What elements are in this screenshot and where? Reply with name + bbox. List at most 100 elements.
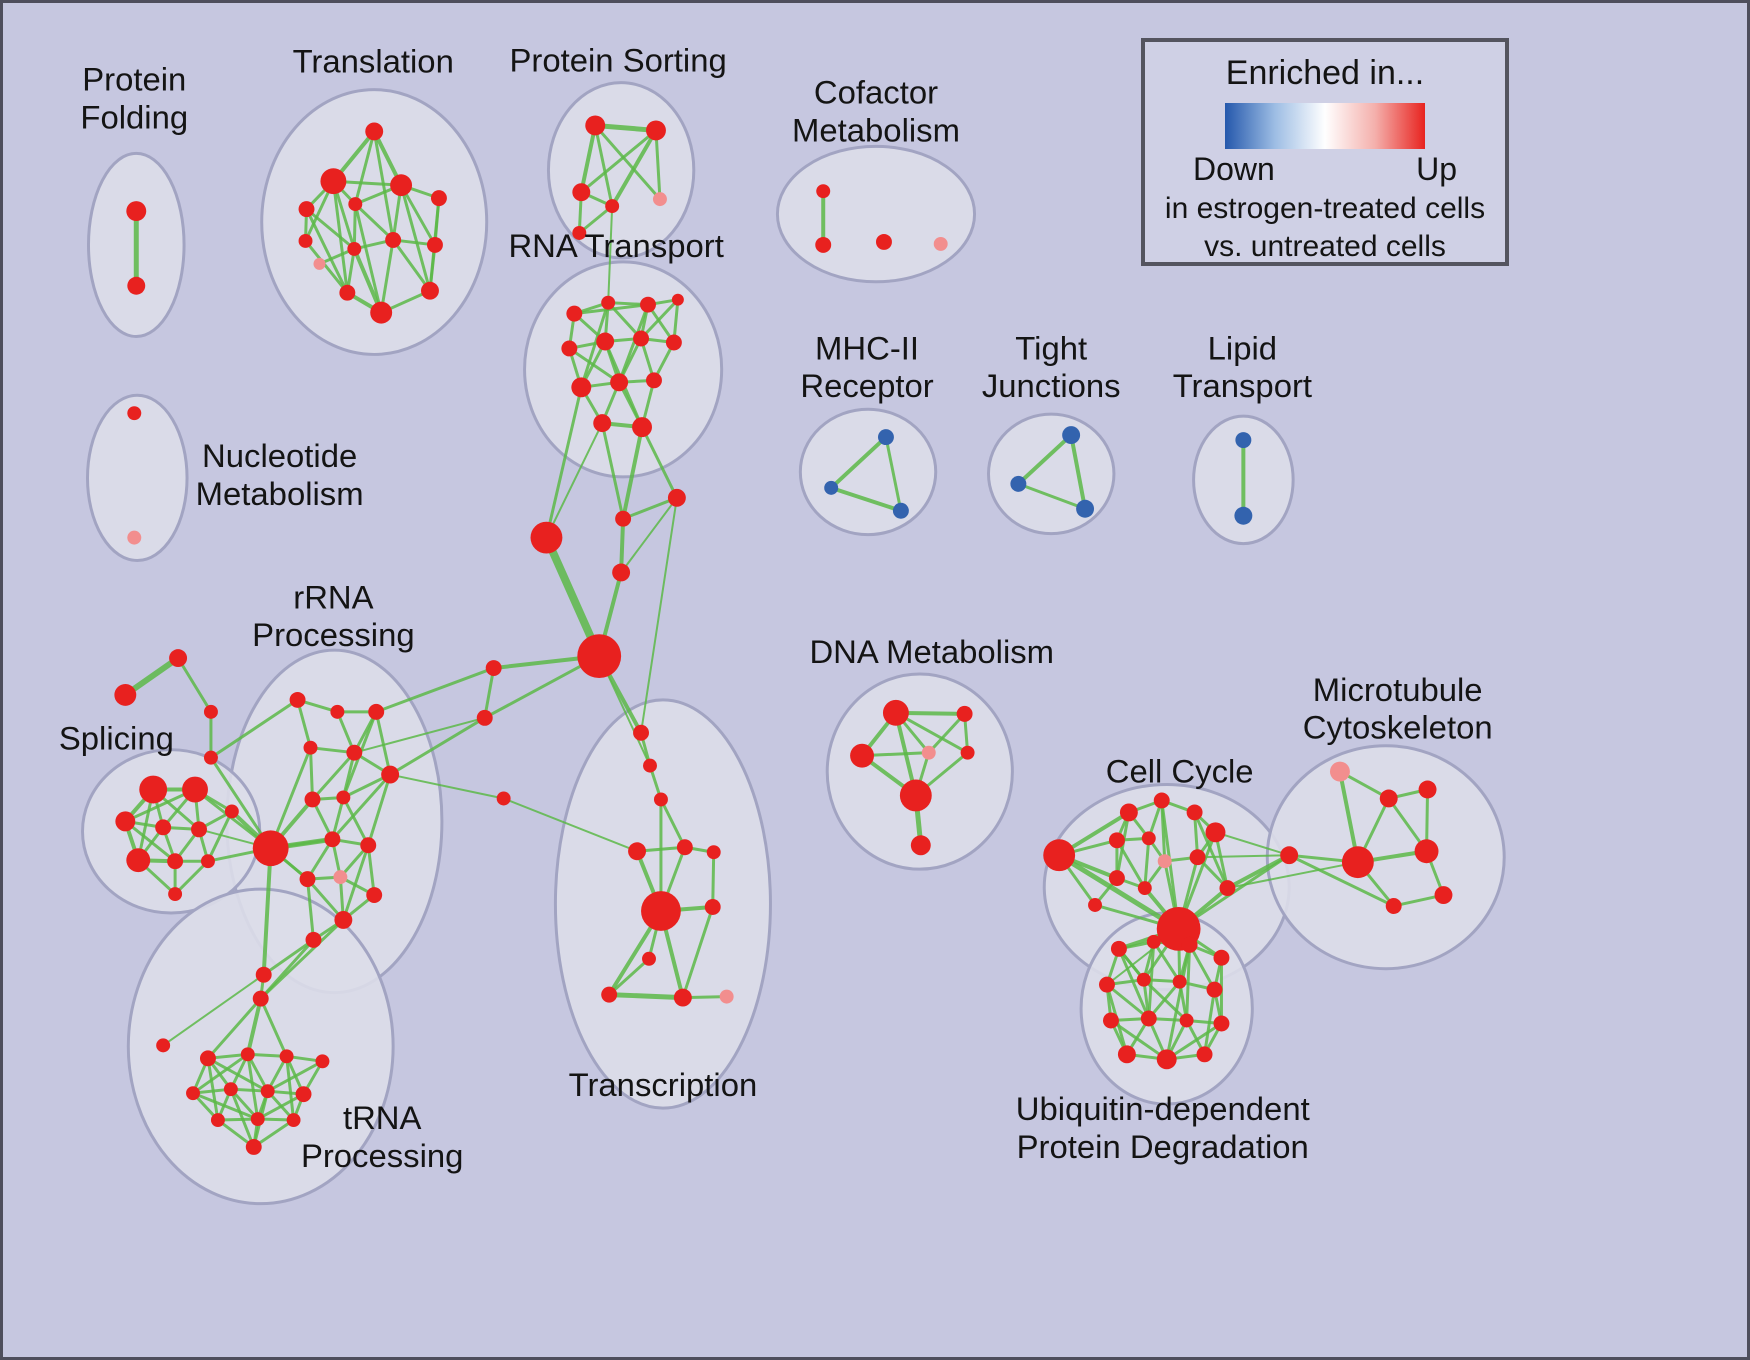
splicing-node [126, 848, 151, 873]
trna-node [295, 1086, 312, 1103]
translation-node [365, 122, 384, 141]
cell_cycle-node [1088, 898, 1102, 912]
rrna-node [303, 740, 318, 755]
trna-node [245, 1138, 262, 1155]
edge [579, 128, 658, 194]
edge [399, 183, 437, 247]
trna-node [223, 1082, 238, 1097]
legend-title: Enriched in... [1225, 54, 1425, 92]
cell_cycle-node [1153, 792, 1170, 809]
protein_folding-node [127, 276, 146, 295]
protein_sorting-node [572, 183, 591, 202]
rna_transport-node [566, 305, 583, 322]
rna_transport-node [665, 334, 682, 351]
trna-node [286, 1113, 301, 1128]
edge [592, 122, 659, 133]
ubiquitin-node [1206, 981, 1223, 998]
nucleotide-node [127, 406, 142, 421]
edge [927, 712, 967, 755]
edge [259, 997, 289, 1058]
ubiquitin-node [1110, 940, 1127, 957]
rna_transport-node [671, 293, 684, 306]
splicing-node [167, 853, 184, 870]
edge [304, 239, 349, 295]
trna-node [210, 1113, 225, 1128]
splicing-node [182, 776, 208, 803]
edge [372, 129, 395, 242]
transcription-node [676, 839, 693, 856]
lipid_transport-node [1235, 432, 1252, 449]
ubiquitin-node [1140, 1010, 1157, 1027]
edge [640, 425, 679, 500]
edge [229, 1087, 256, 1149]
edge [209, 756, 273, 850]
cofactor-node [933, 236, 948, 251]
edge [607, 205, 614, 304]
cell_cycle-node [1108, 832, 1125, 849]
legend-gradient-bar [1225, 103, 1425, 149]
splicing-node [115, 811, 136, 832]
dna-node [956, 705, 973, 722]
edge [1165, 1021, 1223, 1061]
edge [1165, 943, 1192, 1061]
ubiquitin-node [1136, 972, 1151, 987]
ubiquitin-node [1117, 1045, 1136, 1064]
rna_transport-node [593, 414, 612, 433]
microtubule-node [1418, 780, 1437, 799]
ubiquitin-node [1196, 1046, 1213, 1063]
protein_sorting-label: Protein Sorting [510, 42, 727, 79]
connectors-node [496, 791, 511, 806]
translation-node [421, 281, 439, 300]
edge [123, 819, 177, 863]
ubiquitin-node [1102, 1012, 1119, 1029]
edge [306, 877, 315, 942]
rrna-node [324, 831, 341, 848]
cofactor-node [815, 236, 832, 253]
cell_cycle-node [1119, 803, 1138, 822]
edge [1214, 831, 1291, 857]
edge [305, 207, 356, 251]
trna-node [156, 1038, 171, 1053]
splicing-node [139, 775, 168, 804]
edge [366, 773, 392, 847]
dna-node [899, 779, 932, 812]
edge [1147, 940, 1156, 1020]
ubiquitin-node [1179, 1013, 1194, 1028]
edge [1185, 943, 1192, 1022]
cell_cycle-node [1157, 854, 1172, 869]
edge [252, 1118, 296, 1149]
transcription-node [633, 724, 650, 741]
rrna-node [366, 887, 383, 904]
edge [176, 656, 213, 714]
rna_transport-node [610, 373, 629, 392]
transcription-node [673, 988, 692, 1007]
edge [162, 973, 265, 1047]
ubiquitin-node [1213, 949, 1230, 966]
edge [659, 797, 687, 849]
edge [1115, 838, 1147, 890]
rna_transport-node [633, 330, 650, 347]
microtubule-node [1280, 846, 1299, 865]
rrna-node [336, 790, 351, 805]
translation-node [390, 174, 413, 197]
edge [309, 746, 314, 801]
edge [353, 202, 395, 242]
splicing-node [191, 821, 207, 838]
ubiquitin-node [1146, 934, 1161, 949]
edge [640, 496, 678, 734]
dna-node [910, 835, 931, 856]
edge [593, 123, 662, 201]
rrna-node [289, 691, 306, 708]
edge [1147, 980, 1182, 1020]
edge [285, 1054, 296, 1122]
microtubule-node [1414, 839, 1439, 864]
edge [579, 123, 598, 195]
translation-node [430, 190, 447, 207]
splicing-node [224, 804, 239, 819]
edge [206, 1056, 220, 1122]
cofactor-node [875, 233, 892, 250]
edge [259, 938, 315, 1001]
